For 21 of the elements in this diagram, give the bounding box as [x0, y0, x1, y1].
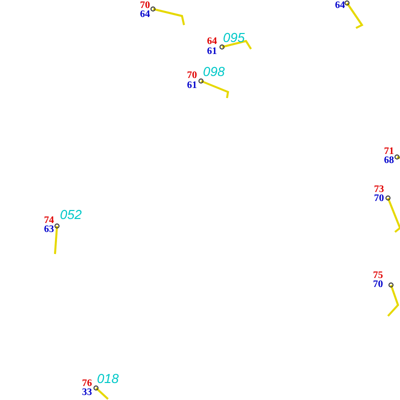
station-id: 018 — [97, 371, 119, 386]
dewpoint-value: 64 — [140, 9, 150, 20]
dewpoint-value: 33 — [82, 387, 92, 398]
temperature-value: 70 — [140, 0, 150, 11]
temperature-value: 76 — [82, 378, 92, 389]
temperature-value: 70 — [187, 70, 197, 81]
dewpoint-value: 70 — [373, 279, 383, 290]
station-id: 095 — [223, 30, 245, 45]
dewpoint-value: 63 — [44, 224, 54, 235]
temperature-value: 64 — [207, 36, 217, 47]
temperature-value: 71 — [384, 146, 394, 157]
dewpoint-value: 68 — [384, 155, 394, 166]
temperature-value: 74 — [44, 215, 54, 226]
station-id: 098 — [203, 64, 225, 79]
temperature-value: 73 — [374, 184, 384, 195]
dewpoint-value: 64 — [335, 0, 345, 11]
dewpoint-value: 70 — [374, 193, 384, 204]
station-id: 052 — [60, 207, 82, 222]
dewpoint-value: 61 — [207, 46, 217, 57]
dewpoint-value: 61 — [187, 80, 197, 91]
temperature-value: 75 — [373, 270, 383, 281]
